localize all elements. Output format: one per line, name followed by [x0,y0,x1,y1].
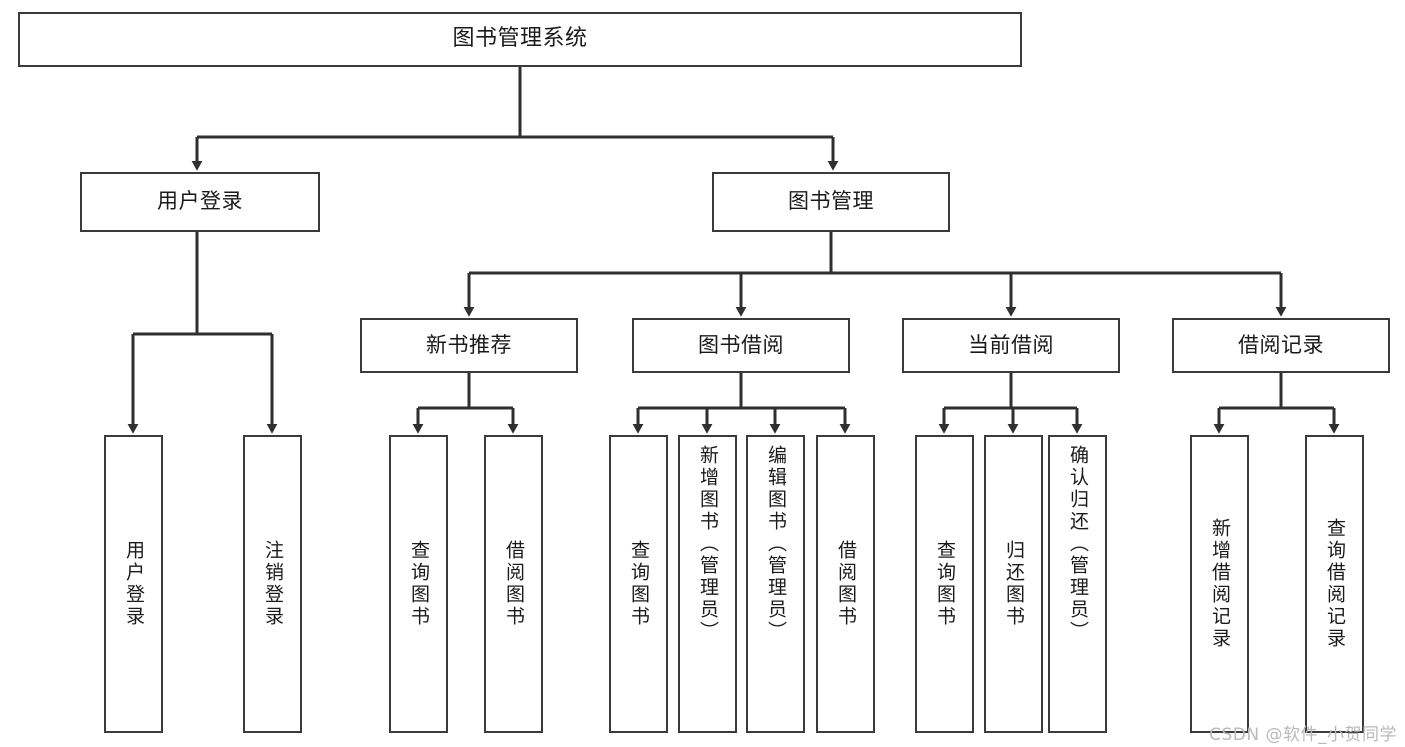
node-leaf-user-logout[interactable]: 注销登录 [243,435,302,733]
node-new-book-recommend[interactable]: 新书推荐 [360,318,578,373]
node-user-login[interactable]: 用户登录 [80,172,320,232]
node-leaf-borrow-query-label: 查询图书 [628,540,650,628]
node-leaf-record-query[interactable]: 查询借阅记录 [1305,435,1364,733]
node-leaf-current-query[interactable]: 查询图书 [915,435,974,733]
node-leaf-newbook-query-label: 查询图书 [408,540,430,628]
node-leaf-borrow-edit-label: 编辑图书（管理员） [765,445,787,643]
node-leaf-user-login-label: 用户登录 [123,540,145,628]
node-leaf-newbook-query[interactable]: 查询图书 [389,435,448,733]
node-leaf-borrow-borrowbook[interactable]: 借阅图书 [816,435,875,733]
node-leaf-current-query-label: 查询图书 [934,540,956,628]
node-leaf-borrow-edit[interactable]: 编辑图书（管理员） [746,435,805,733]
node-leaf-record-add[interactable]: 新增借阅记录 [1190,435,1249,733]
node-leaf-record-add-label: 新增借阅记录 [1209,518,1231,650]
node-leaf-newbook-borrow[interactable]: 借阅图书 [484,435,543,733]
node-book-management[interactable]: 图书管理 [712,172,950,232]
node-leaf-current-confirm-label: 确认归还（管理员） [1067,445,1089,643]
node-root-system[interactable]: 图书管理系统 [18,12,1022,67]
node-borrow-record[interactable]: 借阅记录 [1172,318,1390,373]
node-leaf-record-query-label: 查询借阅记录 [1324,518,1346,650]
node-book-borrow[interactable]: 图书借阅 [632,318,850,373]
node-leaf-borrow-query[interactable]: 查询图书 [609,435,668,733]
node-leaf-borrow-add[interactable]: 新增图书（管理员） [678,435,737,733]
node-leaf-borrow-borrowbook-label: 借阅图书 [835,540,857,628]
node-leaf-user-logout-label: 注销登录 [262,540,284,628]
node-current-borrow[interactable]: 当前借阅 [902,318,1120,373]
node-leaf-borrow-add-label: 新增图书（管理员） [697,445,719,643]
node-leaf-current-confirm[interactable]: 确认归还（管理员） [1048,435,1107,733]
node-leaf-current-return[interactable]: 归还图书 [984,435,1043,733]
node-leaf-current-return-label: 归还图书 [1003,540,1025,628]
node-leaf-newbook-borrow-label: 借阅图书 [503,540,525,628]
node-leaf-user-login[interactable]: 用户登录 [104,435,163,733]
